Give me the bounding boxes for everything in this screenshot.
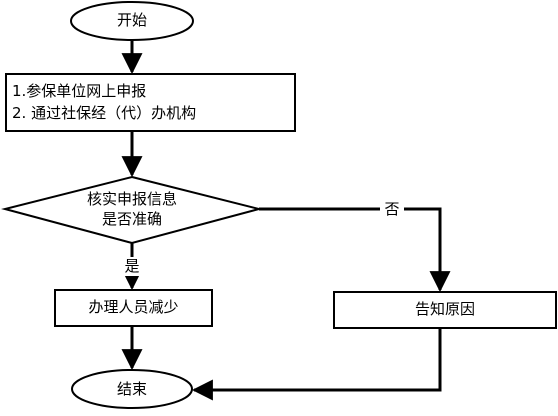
end-label: 结束 <box>116 380 147 398</box>
no-label: 否 <box>384 200 400 218</box>
step1-line1: 1.参保单位网上申报 <box>12 82 147 100</box>
step1-line2: 2. 通过社保经（代）办机构 <box>12 104 197 122</box>
process-yes-label: 办理人员减少 <box>88 298 179 316</box>
start-label: 开始 <box>116 11 147 29</box>
decision-line2: 是否准确 <box>101 210 162 228</box>
arrow-no-to-end <box>191 328 442 401</box>
process-no-label: 告知原因 <box>414 300 475 318</box>
yes-label: 是 <box>124 257 140 275</box>
decision-line1: 核实申报信息 <box>86 190 177 208</box>
arrow-decision-to-no <box>259 207 451 293</box>
step1-box <box>5 73 296 132</box>
